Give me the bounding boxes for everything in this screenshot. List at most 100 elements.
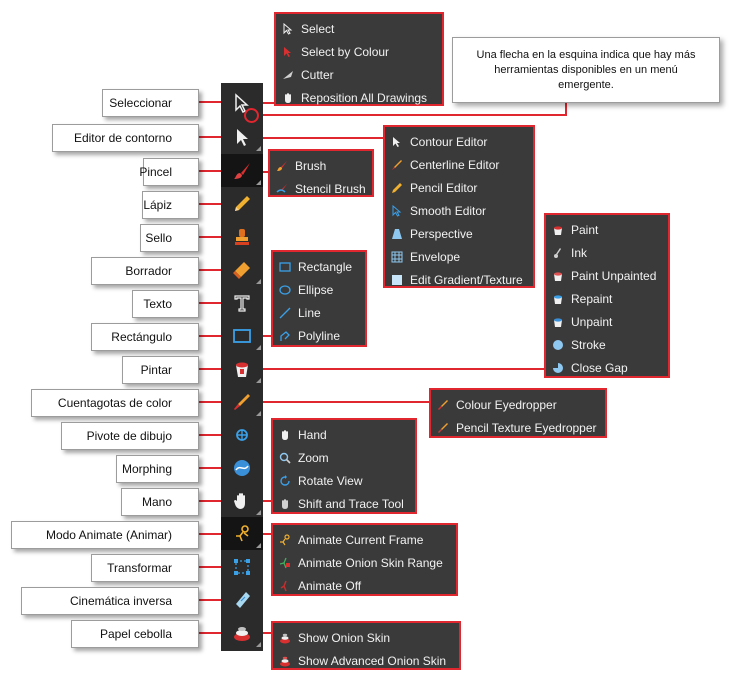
menu-item-select[interactable]: Select xyxy=(276,17,442,40)
menu-item-repaint[interactable]: Repaint xyxy=(546,287,668,310)
popup-animate-modes: Animate Current Frame Animate Onion Skin… xyxy=(271,523,458,596)
menu-item-line[interactable]: Line xyxy=(273,301,365,324)
text-icon xyxy=(234,294,250,312)
menu-item-unpaint[interactable]: Unpaint xyxy=(546,310,668,333)
menu-item-paint-unpainted[interactable]: Paint Unpainted xyxy=(546,264,668,287)
menu-item-animate-current-frame[interactable]: Animate Current Frame xyxy=(273,528,456,551)
close-gap-icon xyxy=(553,362,563,373)
animate-off-icon xyxy=(280,580,287,591)
label-mano: Mano xyxy=(121,488,199,516)
rectangle-icon xyxy=(233,328,251,343)
menu-item-contour-editor[interactable]: Contour Editor xyxy=(385,130,533,153)
stamp-icon xyxy=(235,228,249,245)
paint-bucket-icon xyxy=(236,362,248,377)
menu-item-ink[interactable]: Ink xyxy=(546,241,668,264)
menu-item-rectangle[interactable]: Rectangle xyxy=(273,255,365,278)
hand-icon xyxy=(282,429,288,440)
animate-current-frame-icon xyxy=(280,533,290,545)
menu-item-rotate-view[interactable]: Rotate View xyxy=(273,469,415,492)
label-editor-contorno: Editor de contorno xyxy=(52,124,199,152)
popup-view-tools: Hand Zoom Rotate View Shift and Trace To… xyxy=(271,418,417,514)
menu-item-label: Cutter xyxy=(301,67,334,82)
menu-item-label: Contour Editor xyxy=(410,134,488,149)
popup-brush-tools: Brush Stencil Brush xyxy=(268,149,374,197)
inverse-kinematics-icon xyxy=(236,591,250,608)
more-tools-arrow xyxy=(256,345,261,350)
shift-and-trace-icon xyxy=(282,498,288,509)
tool-pencil[interactable] xyxy=(221,187,263,220)
zoom-icon xyxy=(279,452,291,464)
menu-item-stroke[interactable]: Stroke xyxy=(546,333,668,356)
menu-item-shift-and-trace-tool[interactable]: Shift and Trace Tool xyxy=(273,492,415,515)
menu-item-envelope[interactable]: Envelope xyxy=(385,245,533,268)
morphing-icon xyxy=(234,459,250,476)
onion-skin-icon xyxy=(234,626,250,641)
tool-eraser[interactable] xyxy=(221,253,263,286)
tool-paint[interactable] xyxy=(221,352,263,385)
animate-onion-skin-range-icon xyxy=(279,557,290,568)
select-by-colour-icon xyxy=(284,46,291,57)
tool-brush[interactable] xyxy=(221,154,263,187)
menu-item-brush[interactable]: Brush xyxy=(270,154,372,177)
colour-eyedropper-icon xyxy=(438,399,448,410)
tool-text[interactable] xyxy=(221,286,263,319)
menu-item-label: Repaint xyxy=(571,291,613,306)
tool-rectangle[interactable] xyxy=(221,319,263,352)
menu-item-label: Paint Unpainted xyxy=(571,268,657,283)
menu-item-pencil-texture-eyedropper[interactable]: Pencil Texture Eyedropper xyxy=(431,416,605,439)
menu-item-label: Rotate View xyxy=(298,473,363,488)
tool-eyedropper[interactable] xyxy=(221,385,263,418)
stencil-brush-icon xyxy=(276,183,287,193)
tool-animate-mode[interactable] xyxy=(221,517,263,550)
menu-item-edit-gradient-texture[interactable]: Edit Gradient/Texture xyxy=(385,268,533,291)
menu-item-show-advanced-onion-skin[interactable]: Show Advanced Onion Skin xyxy=(273,649,459,672)
menu-item-animate-off[interactable]: Animate Off xyxy=(273,574,456,597)
menu-item-close-gap[interactable]: Close Gap xyxy=(546,356,668,379)
menu-item-centerline-editor[interactable]: Centerline Editor xyxy=(385,153,533,176)
menu-item-reposition-all-drawings[interactable]: Reposition All Drawings xyxy=(276,86,442,109)
menu-item-polyline[interactable]: Polyline xyxy=(273,324,365,347)
menu-item-label: Show Advanced Onion Skin xyxy=(298,653,447,668)
popup-eyedropper-tools: Colour Eyedropper Pencil Texture Eyedrop… xyxy=(429,388,607,438)
menu-item-pencil-editor[interactable]: Pencil Editor xyxy=(385,176,533,199)
reposition-icon xyxy=(285,92,291,103)
menu-item-cutter[interactable]: Cutter xyxy=(276,63,442,86)
more-tools-arrow xyxy=(256,510,261,515)
tool-inverse-kinematics[interactable] xyxy=(221,583,263,616)
menu-item-animate-onion-skin-range[interactable]: Animate Onion Skin Range xyxy=(273,551,456,574)
menu-item-hand[interactable]: Hand xyxy=(273,423,415,446)
animate-mode-icon xyxy=(236,524,249,541)
menu-item-select-by-colour[interactable]: Select by Colour xyxy=(276,40,442,63)
menu-item-label: Pencil Editor xyxy=(410,180,478,195)
menu-item-label: Unpaint xyxy=(571,314,613,329)
label-cinematica: Cinemática inversa xyxy=(21,587,199,615)
more-tools-arrow xyxy=(256,378,261,383)
tool-transform[interactable] xyxy=(221,550,263,583)
menu-item-colour-eyedropper[interactable]: Colour Eyedropper xyxy=(431,393,605,416)
label-lapiz: Lápiz xyxy=(142,191,199,219)
rectangle-icon xyxy=(279,261,291,272)
menu-item-label: Animate Onion Skin Range xyxy=(298,555,443,570)
menu-item-zoom[interactable]: Zoom xyxy=(273,446,415,469)
tool-morphing[interactable] xyxy=(221,451,263,484)
tool-onion-skin[interactable] xyxy=(221,616,263,649)
menu-item-stencil-brush[interactable]: Stencil Brush xyxy=(270,177,372,200)
tool-hand[interactable] xyxy=(221,484,263,517)
menu-item-label: Smooth Editor xyxy=(410,203,487,218)
menu-item-ellipse[interactable]: Ellipse xyxy=(273,278,365,301)
menu-item-perspective[interactable]: Perspective xyxy=(385,222,533,245)
menu-item-paint[interactable]: Paint xyxy=(546,218,668,241)
menu-item-smooth-editor[interactable]: Smooth Editor xyxy=(385,199,533,222)
eyedropper-icon xyxy=(234,393,250,410)
menu-item-show-onion-skin[interactable]: Show Onion Skin xyxy=(273,626,459,649)
perspective-icon xyxy=(392,228,402,239)
pencil-texture-eyedropper-icon xyxy=(438,422,448,433)
tool-stamp[interactable] xyxy=(221,220,263,253)
more-tools-arrow xyxy=(256,146,261,151)
smooth-editor-icon xyxy=(392,204,402,217)
tool-pivot[interactable] xyxy=(221,418,263,451)
eraser-icon xyxy=(233,261,250,279)
menu-item-label: Colour Eyedropper xyxy=(456,397,557,412)
tool-contour-editor[interactable] xyxy=(221,120,263,153)
